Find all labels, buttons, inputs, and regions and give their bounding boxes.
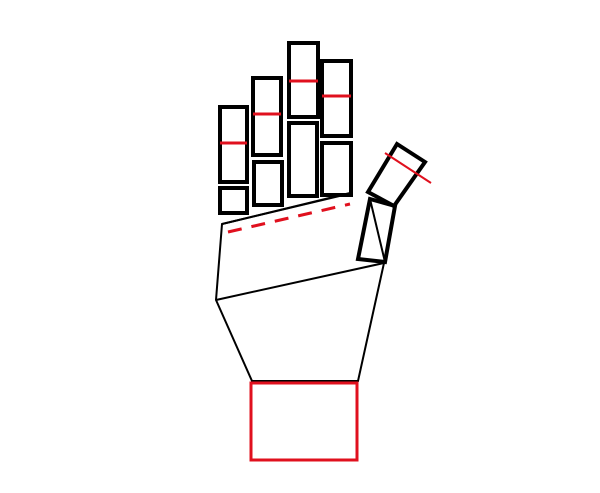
- finger-middle: [287, 41, 320, 198]
- ring-lower-segment: [252, 160, 284, 207]
- thumb-tip-segment: [365, 141, 428, 209]
- finger-pinky: [218, 105, 249, 215]
- finger-ring: [251, 76, 284, 207]
- thumb: [355, 141, 432, 265]
- palm-knuckle-line: [221, 192, 353, 225]
- ring-upper-segment: [251, 76, 283, 157]
- thumb-joint-guide: [384, 152, 432, 184]
- finger-index: [320, 59, 353, 197]
- pinky-lower-segment: [218, 186, 249, 215]
- palm-outline: [214, 192, 386, 382]
- middle-lower-segment: [287, 121, 319, 198]
- thumb-base-diagonal: [369, 198, 386, 263]
- index-upper-segment: [320, 59, 353, 138]
- palm-knuckle-guide-dashed: [227, 202, 351, 234]
- palm: [214, 192, 386, 382]
- wrist-block: [249, 381, 359, 462]
- wrist: [249, 381, 359, 462]
- palm-crease-line: [215, 262, 385, 301]
- index-lower-segment: [320, 141, 353, 197]
